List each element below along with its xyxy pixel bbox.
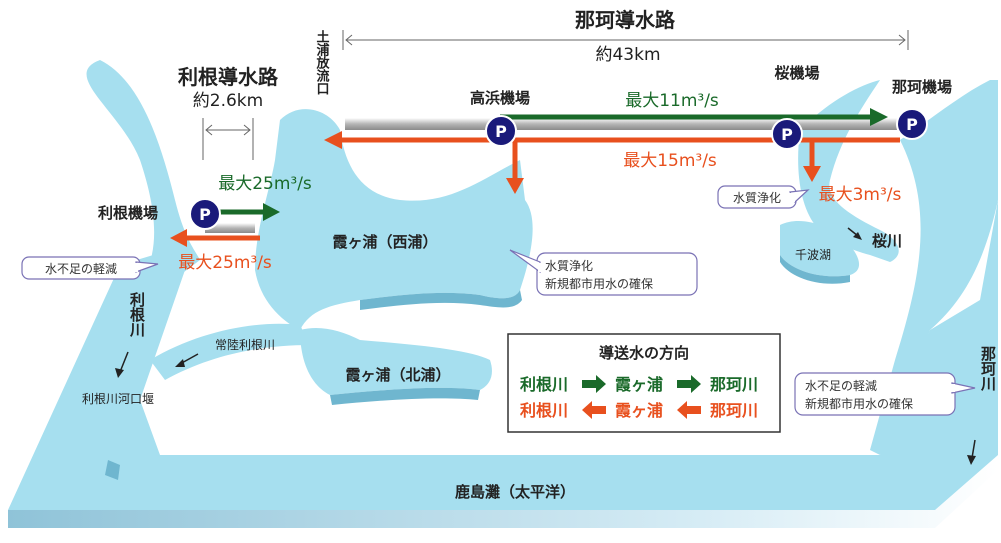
tone-estuary-label: 利根川河口堰 xyxy=(82,392,154,406)
base-slab-edge xyxy=(8,455,998,528)
nishiura-label: 霞ヶ浦（西浦） xyxy=(332,233,437,251)
pump-tone: P xyxy=(189,198,221,230)
kashimanada-label: 鹿島灘（太平洋） xyxy=(455,483,575,501)
callout-nishiura: 水質浄化 新規都市用水の確保 xyxy=(509,249,698,296)
tone-river-side xyxy=(105,460,120,480)
naka-river xyxy=(870,80,998,455)
nakagawa-direction-arrow xyxy=(971,439,976,459)
naka-red-arrowhead xyxy=(324,131,342,149)
callout-water-quality-text: 水質浄化 xyxy=(733,190,781,205)
callout-nishiura-line2: 新規都市用水の確保 xyxy=(545,276,653,291)
naka-pump-label: 那珂機場 xyxy=(892,78,952,96)
tone-pump-label: 利根機場 xyxy=(98,204,158,222)
naka-pipe xyxy=(345,118,900,130)
kashimanada-sea xyxy=(8,200,998,510)
senba-lake-side xyxy=(780,255,850,284)
legend-row1-from: 利根川 xyxy=(520,375,568,394)
tonegawa-direction-arrowhead xyxy=(115,368,124,378)
pump-naka-icon xyxy=(896,108,928,140)
callout-naka-line1: 水不足の軽減 xyxy=(805,378,877,393)
nakagawa-vertical-label: 那珂川 xyxy=(979,346,997,391)
lake-kitaura-side xyxy=(330,387,480,405)
tonegawa-direction-arrow xyxy=(119,351,129,373)
tone-red-flow-label: 最大25m³/s xyxy=(178,253,272,273)
hitachi-tone-label: 常陸利根川 xyxy=(215,338,275,352)
callout-nishiura-line1: 水質浄化 xyxy=(545,258,593,273)
callout-shortage-left: 水不足の軽減 xyxy=(21,256,159,280)
takahama-down-arrowhead xyxy=(506,178,524,194)
pump-naka-letter: P xyxy=(906,115,918,134)
tone-river-channel xyxy=(108,262,185,465)
tone-distance-bracket xyxy=(202,118,254,160)
pump-naka: P xyxy=(896,108,928,140)
tone-route-title: 利根導水路 xyxy=(178,65,279,89)
callout-shortage-left-text: 水不足の軽減 xyxy=(45,261,117,276)
callout-naka-line2: 新規都市用水の確保 xyxy=(805,396,913,411)
legend-row2-to: 那珂川 xyxy=(710,401,758,420)
legend-row2-arrow1 xyxy=(582,401,606,419)
hitachi-tone-river xyxy=(150,323,310,380)
pump-sakura-icon xyxy=(771,118,803,150)
pump-tone-letter: P xyxy=(199,205,211,224)
lake-kitaura xyxy=(300,328,492,395)
naka-route-title: 那珂導水路 xyxy=(575,8,676,32)
nakagawa-direction-arrowhead xyxy=(967,455,976,465)
naka-green-flow-label: 最大11m³/s xyxy=(625,91,719,111)
tone-green-flow-label: 最大25m³/s xyxy=(218,174,312,194)
legend-row1-to: 那珂川 xyxy=(710,375,758,394)
pump-takahama-letter: P xyxy=(495,122,507,141)
senba-lake-label: 千波湖 xyxy=(795,247,831,262)
flow-direction-legend: 導送水の方向 利根川 霞ヶ浦 那珂川 利根川 霞ヶ浦 那珂川 xyxy=(507,333,781,433)
sakura-down-arrowhead xyxy=(803,166,821,182)
kitaura-label: 霞ヶ浦（北浦） xyxy=(345,366,450,384)
legend-title: 導送水の方向 xyxy=(599,344,689,362)
legend-row2-mid: 霞ヶ浦 xyxy=(615,401,663,420)
senba-lake xyxy=(780,220,860,277)
tone-red-arrowhead xyxy=(170,229,187,247)
naka-green-arrowhead xyxy=(870,108,888,126)
takahama-pump-label: 高浜機場 xyxy=(470,89,530,107)
callout-naka: 水不足の軽減 新規都市用水の確保 xyxy=(794,372,976,416)
legend-row1-arrow1 xyxy=(582,375,606,393)
sakura-red-flow-label: 最大3m³/s xyxy=(819,185,902,205)
naka-distance-bracket xyxy=(342,30,909,50)
legend-row1-mid: 霞ヶ浦 xyxy=(615,375,663,394)
hitachi-tone-direction-arrowhead xyxy=(175,359,185,367)
tone-pipe xyxy=(205,223,255,233)
pump-sakura: P xyxy=(771,118,803,150)
lake-nishiura xyxy=(255,109,533,330)
pump-takahama-icon xyxy=(485,115,517,147)
naka-red-flow-label: 最大15m³/s xyxy=(623,151,717,171)
tsuchiura-outlet-label: 土浦放流口 xyxy=(314,29,331,95)
legend-row1-arrow2 xyxy=(677,375,701,393)
sakuragawa-direction-arrowhead xyxy=(853,232,862,240)
pump-takahama: P xyxy=(485,115,517,147)
tone-route-distance: 約2.6km xyxy=(193,91,263,111)
flow-arrows xyxy=(115,108,976,465)
sakura-pump-label: 桜機場 xyxy=(774,64,819,82)
pump-sakura-letter: P xyxy=(781,125,793,144)
pump-tone-icon xyxy=(189,198,221,230)
naka-route-distance: 約43km xyxy=(595,45,660,65)
tone-green-arrowhead xyxy=(263,203,280,221)
lake-nishiura-side xyxy=(360,290,522,310)
callout-water-quality: 水質浄化 xyxy=(717,185,810,209)
sakuragawa-label: 桜川 xyxy=(872,232,902,250)
tonegawa-vertical-label: 利根川 xyxy=(128,291,146,337)
legend-row2-arrow2 xyxy=(677,401,701,419)
tone-river-upper xyxy=(86,60,200,275)
legend-row2-from: 利根川 xyxy=(520,401,568,420)
